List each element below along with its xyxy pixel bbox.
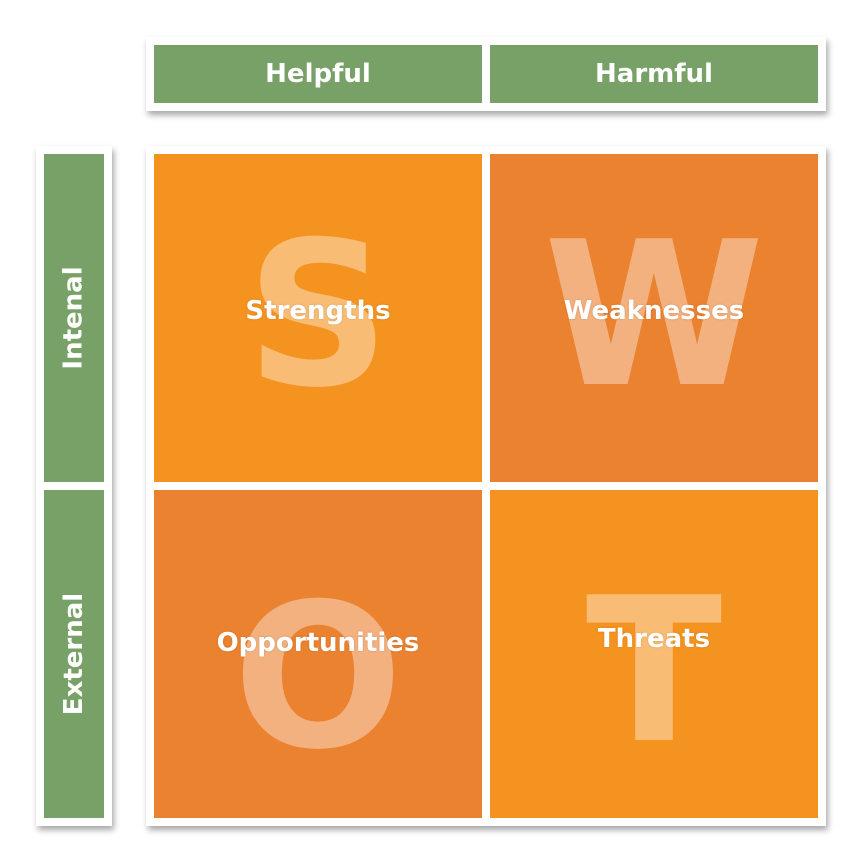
column-header-harmful-label: Harmful [595, 59, 713, 89]
quadrant-threats: T Threats [490, 490, 818, 818]
quadrant-strengths: S Strengths [154, 154, 482, 482]
watermark-letter-w: W [543, 199, 765, 432]
quadrant-label-strengths: Strengths [245, 296, 391, 326]
row-header-internal: Intenal [44, 154, 104, 482]
quadrant-label-threats: Threats [597, 624, 711, 654]
watermark-letter-o: O [232, 561, 404, 794]
row-header-external-label: External [59, 592, 90, 716]
column-header-strip: Helpful Harmful [146, 37, 826, 111]
column-header-harmful: Harmful [490, 45, 818, 103]
row-header-internal-label: Intenal [59, 266, 89, 370]
swot-grid: S Strengths W Weaknesses O Opportunities… [146, 146, 826, 826]
quadrant-opportunities: O Opportunities [154, 490, 482, 818]
row-header-external: External [44, 490, 104, 818]
column-header-helpful-label: Helpful [265, 59, 371, 89]
watermark-letter-s: S [245, 199, 391, 432]
column-header-helpful: Helpful [154, 45, 482, 103]
quadrant-label-weaknesses: Weaknesses [563, 296, 745, 326]
row-header-strip: Intenal External [36, 146, 112, 826]
quadrant-weaknesses: W Weaknesses [490, 154, 818, 482]
quadrant-label-opportunities: Opportunities [216, 628, 420, 658]
watermark-letter-t: T [585, 555, 723, 788]
